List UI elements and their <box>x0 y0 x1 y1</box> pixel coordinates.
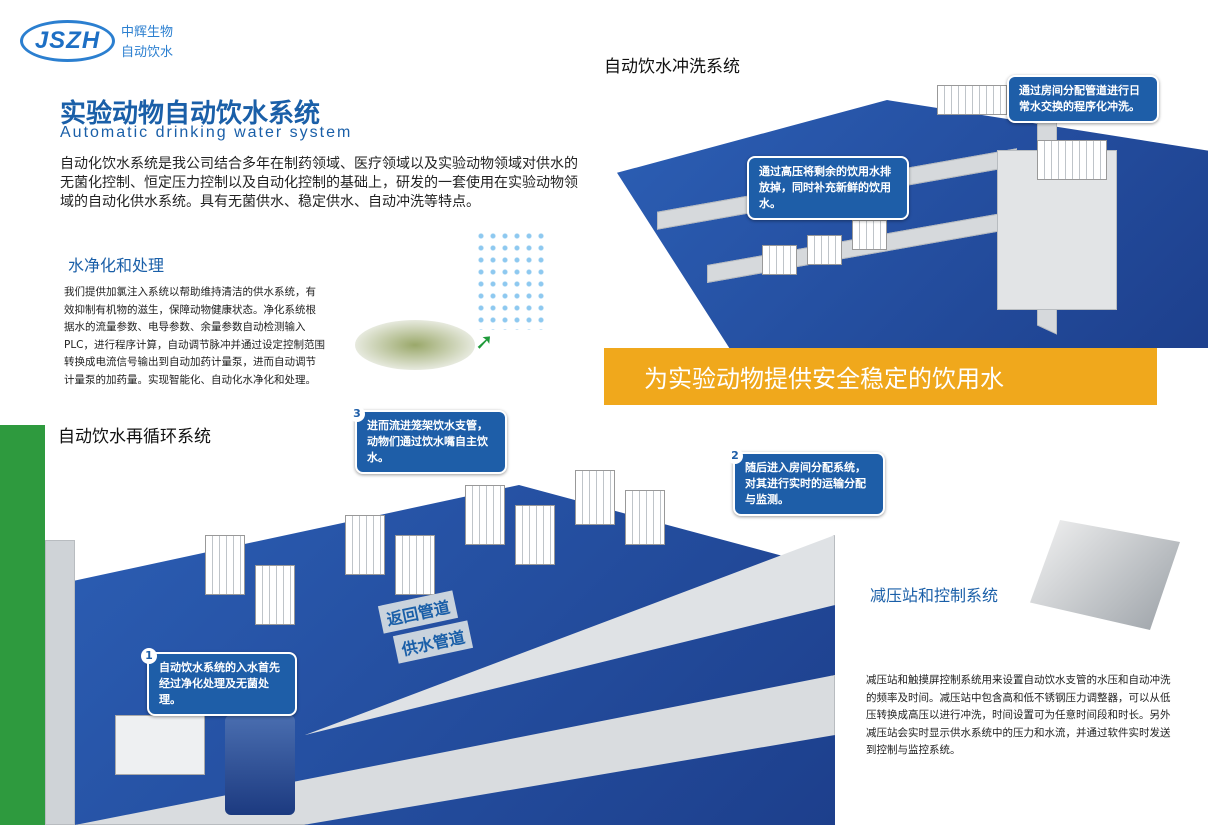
logo-text: 中辉生物自动饮水 <box>121 23 173 63</box>
step-text: 随后进入房间分配系统，对其进行实时的运输分配与监测。 <box>745 461 866 506</box>
step-text: 自动饮水系统的入水首先经过净化处理及无菌处理。 <box>159 661 280 706</box>
arrow-icon: ➚ <box>475 330 494 355</box>
flush-callout-2: 通过高压将剩余的饮用水排放掉，同时补充新鲜的饮用水。 <box>747 156 909 220</box>
pressure-station-image <box>1030 520 1180 630</box>
page-title: 实验动物自动饮水系统 <box>60 99 321 129</box>
recirc-heading: 自动饮水再循环系统 <box>58 427 211 447</box>
flush-callout-1: 通过房间分配管道进行日常水交换的程序化冲洗。 <box>1007 75 1159 123</box>
page-subtitle: Automatic drinking water system <box>60 124 353 141</box>
logo-line1: 中辉生物 <box>121 25 174 40</box>
step-number: 3 <box>349 406 365 422</box>
purification-illustration: ➚ <box>345 225 550 385</box>
pressure-text: 减压站和触摸屏控制系统用来设置自动饮水支管的水压和自动冲洗的频率及时间。减压站中… <box>866 674 1171 756</box>
logo-line2: 自动饮水 <box>121 45 174 60</box>
flush-heading: 自动饮水冲洗系统 <box>604 57 740 77</box>
purification-text: 我们提供加氯注入系统以帮助维持清洁的供水系统，有效抑制有机物的滋生，保障动物健康… <box>64 286 326 386</box>
purification-heading: 水净化和处理 <box>68 256 165 275</box>
step-number: 2 <box>727 448 743 464</box>
logo: JSZH <box>20 20 115 62</box>
green-side-bar <box>0 425 45 825</box>
step-text: 进而流进笼架饮水支管，动物们通过饮水嘴自主饮水。 <box>367 419 488 464</box>
step-number: 1 <box>141 648 157 664</box>
pressure-heading: 减压站和控制系统 <box>870 586 999 605</box>
banner: 为实验动物提供安全稳定的饮用水 <box>604 348 1157 405</box>
intro-text: 自动化饮水系统是我公司结合多年在制药领域、医疗领域以及实验动物领域对供水的无菌化… <box>60 156 578 210</box>
